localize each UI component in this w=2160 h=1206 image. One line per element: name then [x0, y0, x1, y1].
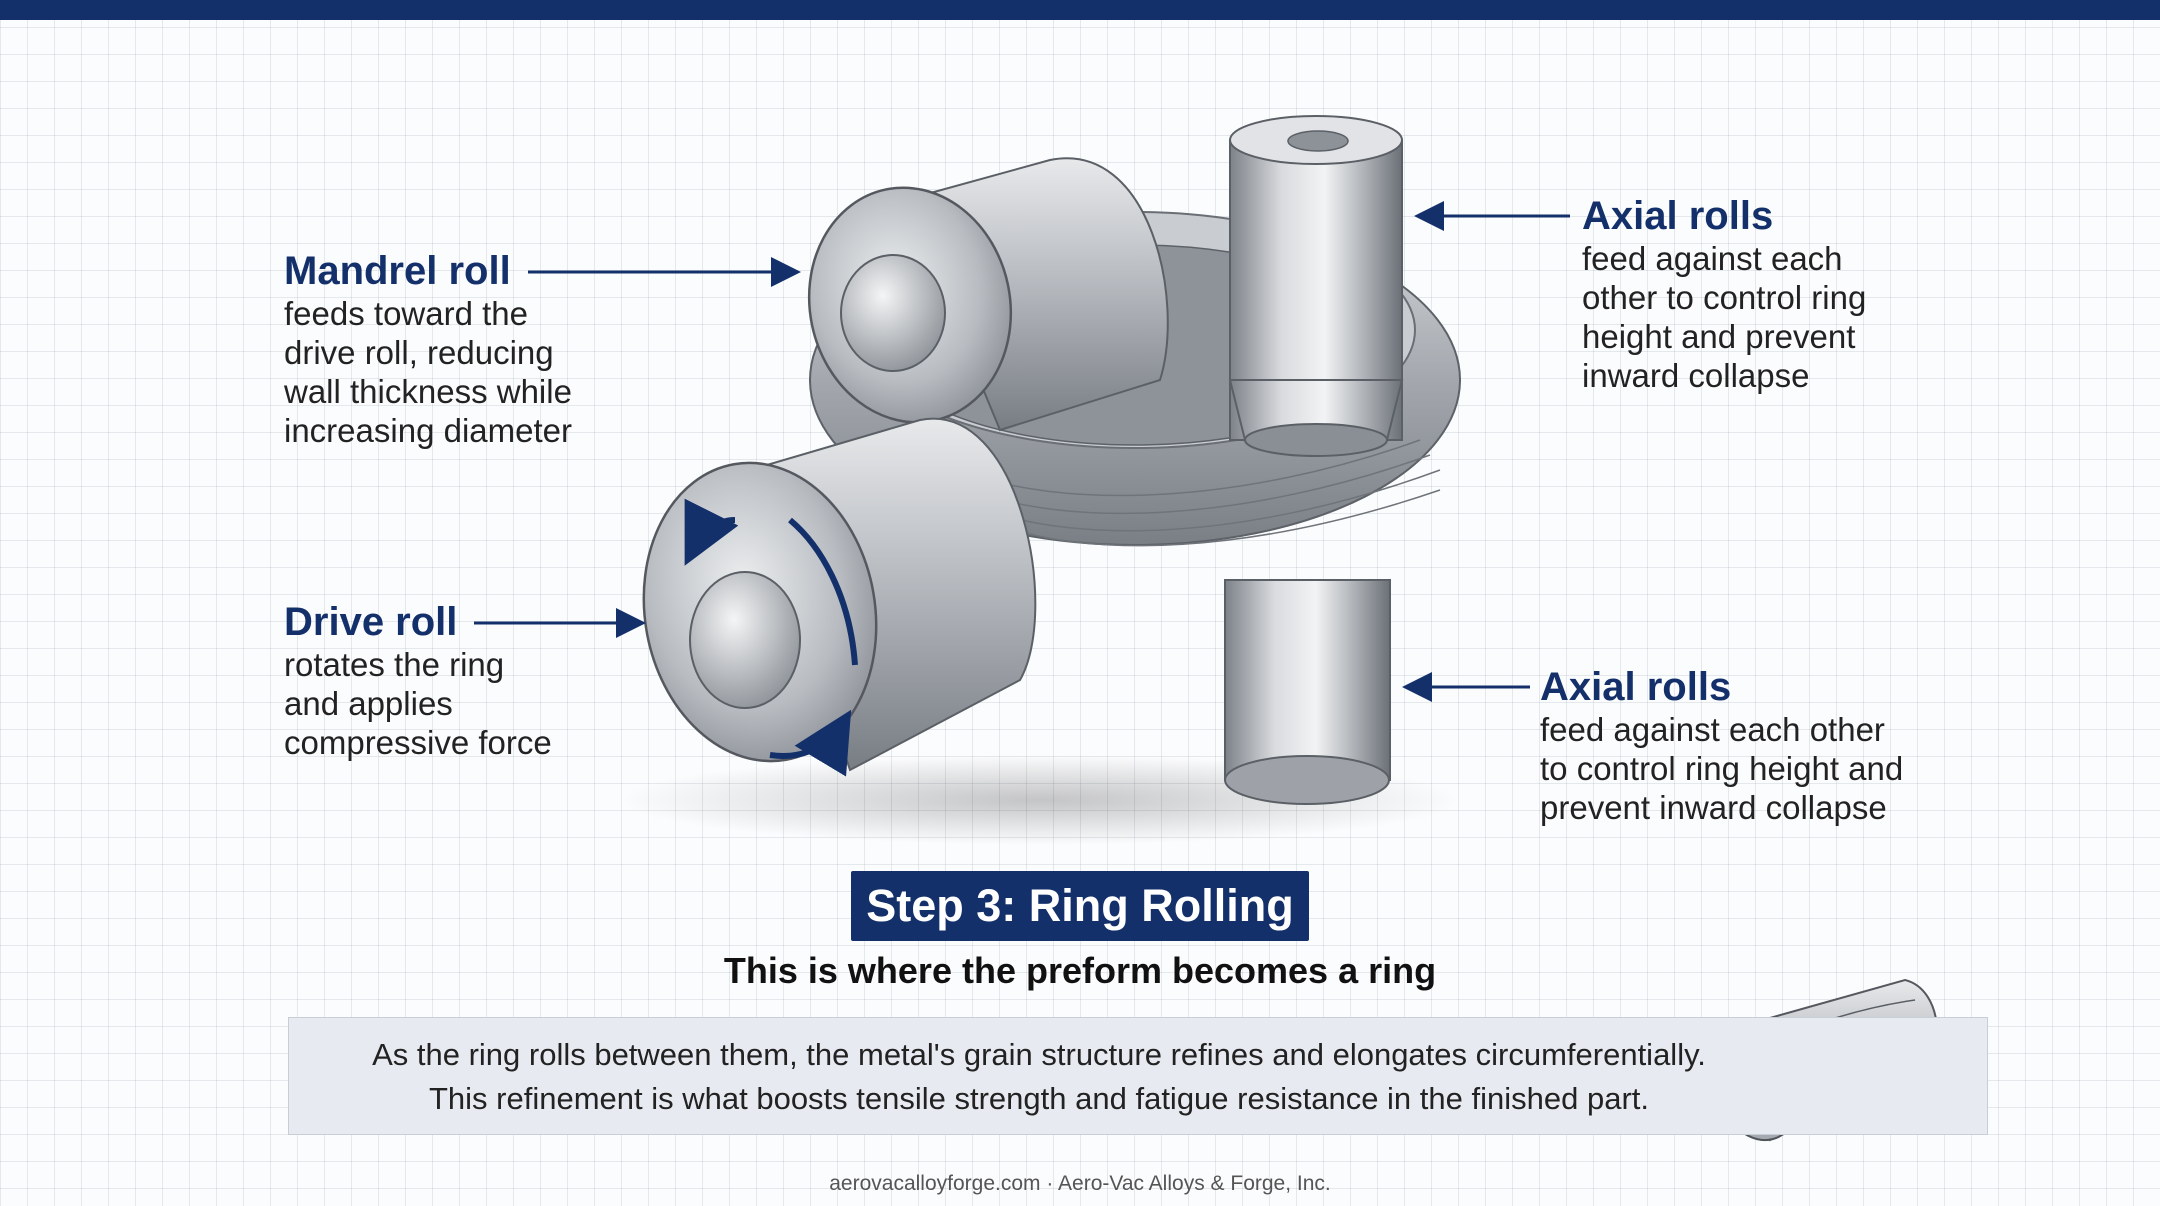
mandrel-line-4: increasing diameter [284, 412, 572, 449]
axial-bottom-line-1: feed against each other [1540, 711, 1885, 748]
axial-rolls-bottom-title: Axial rolls [1540, 665, 1732, 709]
axial-rolls-bottom-callout: Axial rolls feed against each other to c… [1540, 664, 1903, 827]
drive-roll-title: Drive roll [284, 600, 458, 644]
rotation-arrow-left [684, 498, 739, 566]
drive-roll [642, 417, 1037, 777]
axial-top-line-2: other to control ring [1582, 279, 1867, 316]
axial-top-line-3: height and prevent [1582, 318, 1856, 355]
axial-rolls-bottom-description: feed against each other to control ring … [1540, 710, 1903, 827]
axial-rolls-top-description: feed against each other to control ring … [1582, 239, 1866, 395]
drive-line-3: compressive force [284, 724, 552, 761]
drive-roll-description: rotates the ring and applies compressive… [284, 645, 552, 762]
axial-top-line-1: feed against each [1582, 240, 1843, 277]
mandrel-roll-description: feeds toward the drive roll, reducing wa… [284, 294, 572, 450]
rotation-arrow-upper [788, 517, 858, 666]
axial-roll-bottom [1224, 579, 1391, 805]
axial-roll-top [1228, 115, 1404, 457]
note-line-1: As the ring rolls between them, the meta… [372, 1037, 1706, 1072]
axial-bottom-line-3: prevent inward collapse [1540, 789, 1887, 826]
mandrel-roll-callout: Mandrel roll feeds toward the drive roll… [284, 248, 572, 450]
mandrel-line-1: feeds toward the [284, 295, 528, 332]
mandrel-roll [807, 157, 1169, 432]
grain-structure-note: As the ring rolls between them, the meta… [288, 1017, 1988, 1135]
mandrel-roll-title: Mandrel roll [284, 249, 511, 293]
drive-roll-callout: Drive roll rotates the ring and applies … [284, 599, 552, 762]
axial-rolls-top-title: Axial rolls [1582, 194, 1774, 238]
mandrel-line-3: wall thickness while [284, 373, 572, 410]
step-subtitle: This is where the preform becomes a ring [723, 950, 1437, 991]
axial-top-line-4: inward collapse [1582, 357, 1810, 394]
footer-credit: aerovacalloyforge.com · Aero-Vac Alloys … [829, 1172, 1331, 1195]
axial-rolls-top-callout: Axial rolls feed against each other to c… [1582, 193, 1866, 395]
drive-line-2: and applies [284, 685, 453, 722]
axial-bottom-line-2: to control ring height and [1540, 750, 1904, 787]
mandrel-line-2: drive roll, reducing [284, 334, 554, 371]
drive-line-1: rotates the ring [284, 646, 505, 683]
step-title-badge: Step 3: Ring Rolling [851, 871, 1309, 941]
note-line-2: This refinement is what boosts tensile s… [428, 1081, 1649, 1116]
top-accent-bar [0, 0, 2160, 20]
rotation-arrow-lower [769, 709, 852, 777]
